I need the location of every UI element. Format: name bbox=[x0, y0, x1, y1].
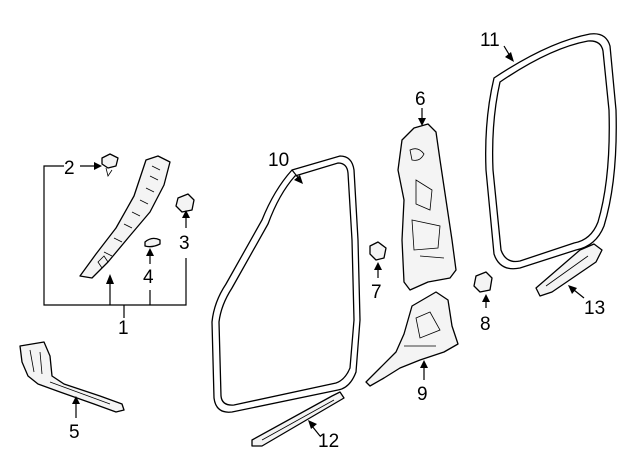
callout-3: 3 bbox=[179, 233, 190, 254]
callout-10: 10 bbox=[268, 150, 289, 171]
scuff-plate-front-part bbox=[19, 341, 125, 413]
center-pillar-upper-trim-part bbox=[397, 123, 457, 291]
front-door-weatherstrip-part bbox=[211, 155, 361, 413]
callout-12: 12 bbox=[318, 431, 339, 452]
rear-scuff-trim-part bbox=[535, 243, 603, 297]
callout-7: 7 bbox=[371, 282, 382, 303]
retainer-part-3 bbox=[175, 193, 195, 213]
callout-11: 11 bbox=[480, 30, 500, 51]
clip-part-4 bbox=[144, 237, 161, 248]
callout-6: 6 bbox=[415, 89, 426, 110]
a-pillar-trim-part bbox=[79, 155, 171, 279]
callout-8: 8 bbox=[480, 314, 491, 335]
clip-part-2 bbox=[101, 153, 119, 177]
leader-lines bbox=[72, 45, 585, 437]
callout-2: 2 bbox=[64, 158, 75, 179]
callout-4: 4 bbox=[143, 267, 154, 288]
retainer-rear-part-8 bbox=[473, 271, 493, 293]
clip-square-part-7 bbox=[369, 241, 387, 261]
scuff-plate-rear-part bbox=[251, 391, 345, 447]
callout-labels: 2 1 3 4 5 6 7 8 9 10 11 12 13 bbox=[64, 30, 605, 452]
bracket-1 bbox=[43, 165, 187, 318]
center-pillar-lower-trim-part bbox=[365, 291, 459, 387]
callout-13: 13 bbox=[584, 298, 605, 319]
callout-1: 1 bbox=[118, 318, 129, 339]
rear-door-weatherstrip-part bbox=[485, 33, 617, 270]
callout-9: 9 bbox=[417, 384, 428, 405]
callout-5: 5 bbox=[69, 422, 80, 443]
